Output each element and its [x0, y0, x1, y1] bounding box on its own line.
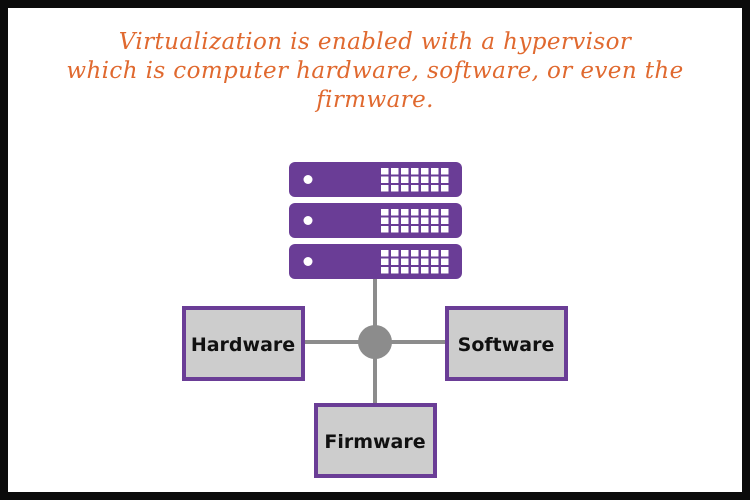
server-led-icon [303, 216, 313, 225]
hardware-label: Hardware [191, 334, 295, 356]
software-label: Software [458, 334, 555, 356]
server-led-icon [303, 175, 313, 184]
server-rack-icon [289, 162, 462, 279]
hub-node-icon [358, 325, 392, 359]
caption-text: Virtualization is enabled with a hypervi… [40, 28, 710, 115]
firmware-label: Firmware [324, 431, 425, 453]
caption-line-2: which is computer hardware, software, or… [66, 58, 684, 84]
server-unit [289, 203, 462, 238]
hardware-node: Hardware [182, 306, 305, 381]
server-unit [289, 162, 462, 197]
server-led-icon [303, 257, 313, 266]
caption-line-1: Virtualization is enabled with a hypervi… [118, 29, 632, 55]
server-unit [289, 244, 462, 279]
caption-line-3: firmware. [316, 87, 434, 113]
firmware-node: Firmware [314, 403, 437, 478]
software-node: Software [445, 306, 568, 381]
